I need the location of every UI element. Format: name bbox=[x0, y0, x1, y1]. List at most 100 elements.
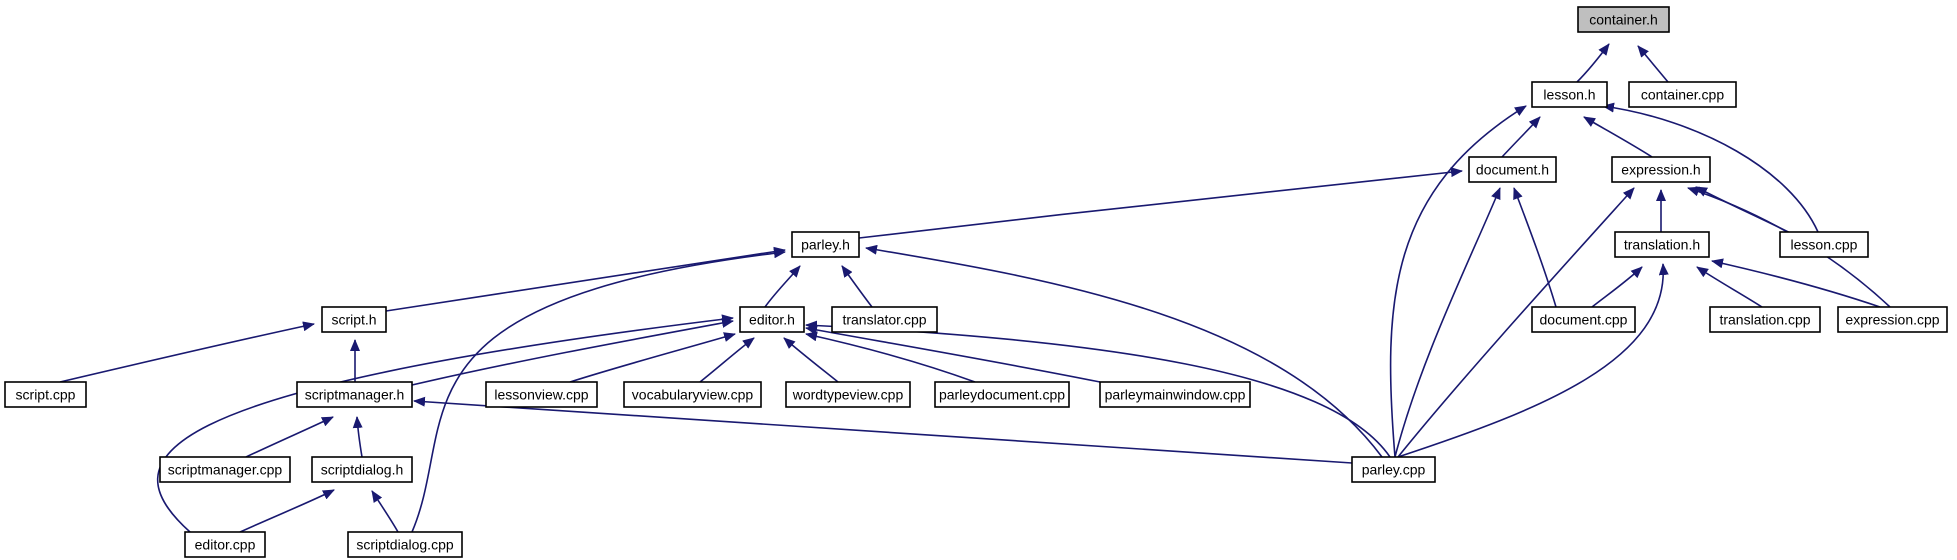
node-label: lesson.h bbox=[1543, 87, 1595, 103]
node-parley-h[interactable]: parley.h bbox=[791, 231, 860, 258]
node-editor-h[interactable]: editor.h bbox=[739, 306, 805, 333]
node-parleymainwindow-cpp[interactable]: parleymainwindow.cpp bbox=[1099, 381, 1251, 408]
node-lesson-cpp[interactable]: lesson.cpp bbox=[1779, 231, 1869, 258]
edge-parley-h-to-document-h bbox=[858, 167, 1463, 239]
node-label: container.cpp bbox=[1641, 87, 1724, 103]
node-box[interactable] bbox=[1614, 231, 1710, 258]
node-scriptdialog-cpp[interactable]: scriptdialog.cpp bbox=[347, 531, 463, 558]
node-box[interactable] bbox=[623, 381, 762, 408]
node-box[interactable] bbox=[1577, 6, 1670, 33]
node-vocabularyview-cpp[interactable]: vocabularyview.cpp bbox=[623, 381, 762, 408]
node-script-h[interactable]: script.h bbox=[321, 306, 387, 333]
node-box[interactable] bbox=[1531, 81, 1608, 108]
node-label: translator.cpp bbox=[842, 312, 926, 328]
node-label: parley.h bbox=[801, 237, 850, 253]
edge-parleymainwindow-cpp-to-editor-h bbox=[805, 325, 1101, 383]
node-box[interactable] bbox=[159, 456, 291, 483]
node-box[interactable] bbox=[1351, 456, 1436, 483]
edge-lessonview-cpp-to-editor-h bbox=[569, 332, 736, 383]
node-label: scriptmanager.h bbox=[305, 387, 405, 403]
node-box[interactable] bbox=[347, 531, 463, 558]
node-label: document.cpp bbox=[1540, 312, 1628, 328]
node-box[interactable] bbox=[831, 306, 938, 333]
edge-parley-cpp-to-lesson-h bbox=[1389, 105, 1527, 458]
node-box[interactable] bbox=[321, 306, 387, 333]
node-translator-cpp[interactable]: translator.cpp bbox=[831, 306, 938, 333]
node-scriptmanager-cpp[interactable]: scriptmanager.cpp bbox=[159, 456, 291, 483]
node-box[interactable] bbox=[1468, 156, 1557, 183]
node-expression-cpp[interactable]: expression.cpp bbox=[1837, 306, 1948, 333]
node-container-cpp[interactable]: container.cpp bbox=[1628, 81, 1737, 108]
edge-container-cpp-to-container-h bbox=[1637, 45, 1669, 83]
edge-script-cpp-to-script-h bbox=[59, 321, 315, 383]
node-label: scriptmanager.cpp bbox=[168, 462, 283, 478]
edge-scriptmanager-h-to-editor-h bbox=[411, 318, 734, 386]
node-scriptmanager-h[interactable]: scriptmanager.h bbox=[296, 381, 413, 408]
node-label: scriptdialog.cpp bbox=[356, 537, 453, 553]
node-box[interactable] bbox=[184, 531, 266, 558]
node-document-h[interactable]: document.h bbox=[1468, 156, 1557, 183]
edge-parley-cpp-to-scriptmanager-h bbox=[413, 396, 1353, 464]
node-label: lesson.cpp bbox=[1791, 237, 1858, 253]
node-label: container.h bbox=[1589, 12, 1658, 28]
node-box[interactable] bbox=[1099, 381, 1251, 408]
node-document-cpp[interactable]: document.cpp bbox=[1531, 306, 1636, 333]
node-parleydocument-cpp[interactable]: parleydocument.cpp bbox=[934, 381, 1070, 408]
node-box[interactable] bbox=[1628, 81, 1737, 108]
edge-lesson-cpp-to-lesson-h bbox=[1602, 102, 1819, 233]
node-label: translation.h bbox=[1624, 237, 1700, 253]
node-expression-h[interactable]: expression.h bbox=[1611, 156, 1711, 183]
node-lesson-h[interactable]: lesson.h bbox=[1531, 81, 1608, 108]
edge-script-h-to-parley-h bbox=[385, 246, 786, 312]
node-scriptdialog-h[interactable]: scriptdialog.h bbox=[311, 456, 413, 483]
node-label: wordtypeview.cpp bbox=[792, 387, 904, 403]
node-box[interactable] bbox=[934, 381, 1070, 408]
node-box[interactable] bbox=[296, 381, 413, 408]
edge-document-cpp-to-document-h bbox=[1513, 187, 1557, 308]
edge-wordtypeview-cpp-to-editor-h bbox=[783, 337, 839, 383]
node-box[interactable] bbox=[739, 306, 805, 333]
node-label: vocabularyview.cpp bbox=[632, 387, 754, 403]
node-box[interactable] bbox=[791, 231, 860, 258]
node-script-cpp[interactable]: script.cpp bbox=[4, 381, 87, 408]
node-label: translation.cpp bbox=[1719, 312, 1810, 328]
edge-scriptdialog-h-to-scriptmanager-h bbox=[352, 416, 363, 458]
node-box[interactable] bbox=[1779, 231, 1869, 258]
node-label: scriptdialog.h bbox=[321, 462, 404, 478]
edge-editor-cpp-to-editor-h bbox=[156, 314, 734, 533]
node-layer: container.h lesson.h container.cpp document… bbox=[4, 6, 1948, 558]
node-container-h[interactable]: container.h bbox=[1577, 6, 1670, 33]
node-parley-cpp[interactable]: parley.cpp bbox=[1351, 456, 1436, 483]
node-box[interactable] bbox=[1531, 306, 1636, 333]
edge-layer bbox=[59, 43, 1891, 533]
node-translation-cpp[interactable]: translation.cpp bbox=[1709, 306, 1821, 333]
node-translation-h[interactable]: translation.h bbox=[1614, 231, 1710, 258]
edge-editor-h-to-parley-h bbox=[764, 265, 801, 308]
node-wordtypeview-cpp[interactable]: wordtypeview.cpp bbox=[785, 381, 911, 408]
node-box[interactable] bbox=[4, 381, 87, 408]
node-box[interactable] bbox=[1709, 306, 1821, 333]
node-label: editor.h bbox=[749, 312, 795, 328]
node-lessonview-cpp[interactable]: lessonview.cpp bbox=[485, 381, 598, 408]
node-box[interactable] bbox=[785, 381, 911, 408]
edge-lesson-h-to-container-h bbox=[1576, 43, 1610, 83]
node-label: script.cpp bbox=[16, 387, 76, 403]
node-box[interactable] bbox=[1611, 156, 1711, 183]
edge-parley-cpp-to-parley-h bbox=[865, 244, 1383, 458]
edge-vocabularyview-cpp-to-editor-h bbox=[699, 337, 755, 383]
node-box[interactable] bbox=[1837, 306, 1948, 333]
node-box[interactable] bbox=[311, 456, 413, 483]
edge-translator-cpp-to-parley-h bbox=[841, 265, 873, 308]
node-label: parleydocument.cpp bbox=[939, 387, 1065, 403]
node-label: lessonview.cpp bbox=[494, 387, 588, 403]
edge-parley-cpp-to-expression-h bbox=[1397, 187, 1635, 458]
edge-scriptdialog-cpp-to-parley-h bbox=[411, 248, 786, 533]
edge-parley-cpp-to-translation-h bbox=[1397, 263, 1669, 458]
edge-translation-cpp-to-translation-h bbox=[1696, 266, 1763, 308]
edge-document-h-to-lesson-h bbox=[1501, 116, 1541, 158]
edge-scriptdialog-cpp-to-scriptdialog-h bbox=[371, 490, 399, 533]
node-editor-cpp[interactable]: editor.cpp bbox=[184, 531, 266, 558]
node-label: script.h bbox=[331, 312, 376, 328]
node-box[interactable] bbox=[485, 381, 598, 408]
